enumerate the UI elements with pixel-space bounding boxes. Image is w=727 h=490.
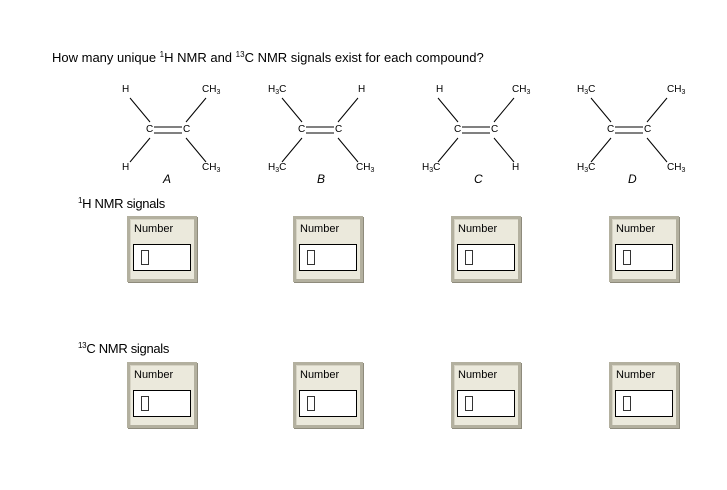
text-cursor bbox=[623, 396, 631, 411]
number-label: Number bbox=[458, 369, 498, 381]
substituent-top-right: H bbox=[358, 84, 366, 95]
h-nmr-section-title: 1H NMR signals bbox=[78, 196, 165, 211]
carbon-left: C bbox=[607, 124, 615, 135]
compound-letter: A bbox=[163, 172, 172, 186]
question-text: How many unique 1H NMR and 13C NMR signa… bbox=[52, 50, 484, 65]
substituent-top-left: H bbox=[122, 84, 130, 95]
h-nmr-answer-d: Number bbox=[609, 216, 679, 282]
carbon-left: C bbox=[298, 124, 306, 135]
carbon-left: C bbox=[454, 124, 462, 135]
compound-b-structure: H3C H H3C CH3 C C B bbox=[268, 82, 408, 186]
c-nmr-input-c[interactable] bbox=[457, 390, 515, 417]
substituent-bottom-left: H3C bbox=[577, 162, 596, 174]
substituent-top-left: H3C bbox=[577, 84, 596, 96]
h-nmr-answer-a: Number bbox=[127, 216, 197, 282]
text-cursor bbox=[623, 250, 631, 265]
carbon-right: C bbox=[491, 124, 499, 135]
text-cursor bbox=[307, 396, 315, 411]
number-label: Number bbox=[300, 223, 340, 235]
h-nmr-answer-b: Number bbox=[293, 216, 363, 282]
compound-letter: D bbox=[628, 172, 637, 186]
h-nmr-answer-c: Number bbox=[451, 216, 521, 282]
c-nmr-answer-a: Number bbox=[127, 362, 197, 428]
substituent-bottom-right: H bbox=[512, 162, 520, 173]
c-nmr-answer-d: Number bbox=[609, 362, 679, 428]
h-nmr-input-b[interactable] bbox=[299, 244, 357, 271]
number-label: Number bbox=[616, 369, 656, 381]
substituent-bottom-left: H3C bbox=[422, 162, 441, 174]
carbon-right: C bbox=[183, 124, 191, 135]
c-nmr-input-a[interactable] bbox=[133, 390, 191, 417]
number-label: Number bbox=[134, 223, 174, 235]
substituent-bottom-right: CH3 bbox=[356, 162, 375, 174]
number-label: Number bbox=[300, 369, 340, 381]
number-label: Number bbox=[134, 369, 174, 381]
h-nmr-input-d[interactable] bbox=[615, 244, 673, 271]
substituent-bottom-left: H3C bbox=[268, 162, 287, 174]
compound-c-structure: H CH3 H3C H C C C bbox=[422, 82, 562, 186]
compound-a-structure: H CH3 H CH3 C C A bbox=[118, 82, 258, 186]
substituent-bottom-left: H bbox=[122, 162, 130, 173]
substituent-bottom-right: CH3 bbox=[202, 162, 221, 174]
substituent-top-right: CH3 bbox=[202, 84, 221, 96]
carbon-right: C bbox=[335, 124, 343, 135]
carbon-right: C bbox=[644, 124, 652, 135]
h-nmr-input-a[interactable] bbox=[133, 244, 191, 271]
alkene-bonds bbox=[129, 97, 207, 163]
substituent-top-left: H bbox=[436, 84, 444, 95]
number-label: Number bbox=[458, 223, 498, 235]
alkene-bonds bbox=[590, 97, 668, 163]
substituent-top-right: CH3 bbox=[512, 84, 531, 96]
text-cursor bbox=[465, 250, 473, 265]
substituent-top-left: H3C bbox=[268, 84, 287, 96]
h-nmr-input-c[interactable] bbox=[457, 244, 515, 271]
substituent-bottom-right: CH3 bbox=[667, 162, 686, 174]
compound-d-structure: H3C CH3 H3C CH3 C C D bbox=[577, 82, 717, 186]
substituent-top-right: CH3 bbox=[667, 84, 686, 96]
alkene-bonds bbox=[437, 97, 515, 163]
text-cursor bbox=[141, 250, 149, 265]
text-cursor bbox=[141, 396, 149, 411]
compound-letter: B bbox=[317, 172, 326, 186]
carbon-left: C bbox=[146, 124, 154, 135]
c-nmr-answer-b: Number bbox=[293, 362, 363, 428]
text-cursor bbox=[307, 250, 315, 265]
text-cursor bbox=[465, 396, 473, 411]
number-label: Number bbox=[616, 223, 656, 235]
c-nmr-input-b[interactable] bbox=[299, 390, 357, 417]
c-nmr-section-title: 13C NMR signals bbox=[78, 341, 170, 356]
compound-letter: C bbox=[474, 172, 483, 186]
alkene-bonds bbox=[281, 97, 359, 163]
c-nmr-answer-c: Number bbox=[451, 362, 521, 428]
c-nmr-input-d[interactable] bbox=[615, 390, 673, 417]
